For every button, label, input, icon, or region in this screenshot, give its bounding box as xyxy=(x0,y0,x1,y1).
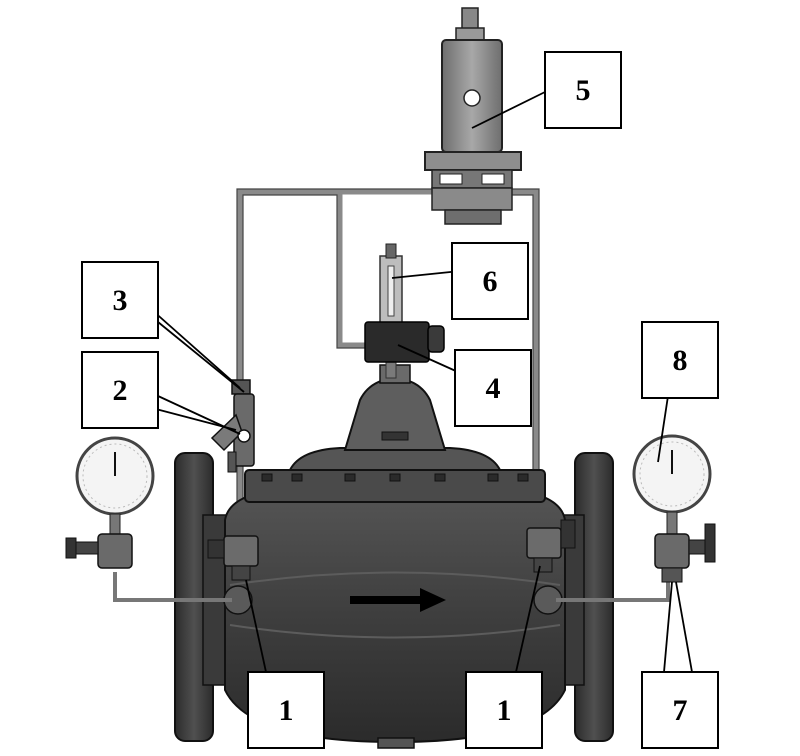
callout-3-label: 3 xyxy=(113,284,128,317)
pressure-gauge-icon xyxy=(65,436,155,569)
callout-6-label: 6 xyxy=(483,265,498,298)
callout-5-label: 5 xyxy=(576,74,591,107)
callout-2: 2 xyxy=(81,351,159,429)
isolation-valve-right xyxy=(526,519,576,615)
callout-4-label: 4 xyxy=(486,372,501,405)
callout-7-label: 7 xyxy=(673,694,688,727)
callout-2-label: 2 xyxy=(113,374,128,407)
pressure-gauge-icon xyxy=(632,434,712,535)
leader-lines xyxy=(151,91,693,673)
callout-5: 5 xyxy=(544,51,622,129)
callout-3: 3 xyxy=(81,261,159,339)
gauge-valve xyxy=(654,523,716,583)
callout-7: 7 xyxy=(641,671,719,749)
strainer xyxy=(210,379,255,473)
callout-4: 4 xyxy=(454,349,532,427)
callout-1-left-label: 1 xyxy=(279,694,294,727)
callout-8-label: 8 xyxy=(673,344,688,377)
callout-6: 6 xyxy=(451,242,529,320)
callout-1-left: 1 xyxy=(247,671,325,749)
pressure-pilot xyxy=(424,7,522,225)
arrow-right-icon xyxy=(350,588,446,612)
callout-1-right-label: 1 xyxy=(497,694,512,727)
solenoid-pilot xyxy=(364,321,445,363)
isolation-valve-left xyxy=(207,535,259,615)
callout-8: 8 xyxy=(641,321,719,399)
callout-1-right: 1 xyxy=(465,671,543,749)
